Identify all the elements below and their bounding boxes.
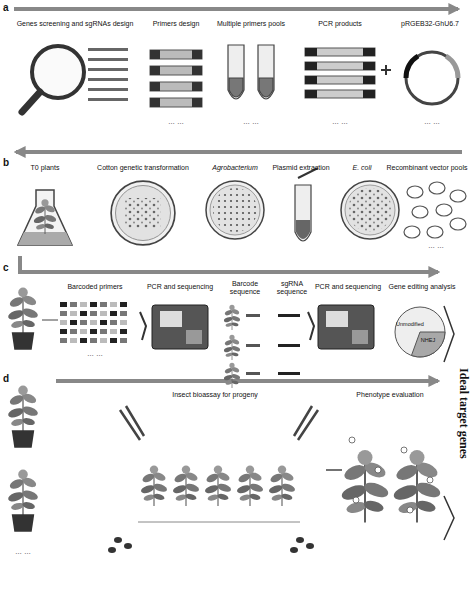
side-label: Ideal target genes <box>457 368 470 459</box>
step-label: … … <box>87 350 103 358</box>
step-label: PCR and sequencing <box>315 283 381 291</box>
step-label: Phenotype evaluation <box>356 391 423 399</box>
step-label: Agrobacterium <box>212 164 258 172</box>
step-label: Genes screening and sgRNAs design <box>17 20 134 28</box>
step-label: Recombinant vector pools <box>387 164 468 172</box>
step-label: … … <box>15 548 31 556</box>
step-label: … … <box>243 118 259 126</box>
step-label: Gene editing analysis <box>389 283 456 291</box>
step-label: PCR products <box>318 20 362 28</box>
step-label: E. coli <box>352 164 371 172</box>
step-label: Unmodified <box>396 321 424 327</box>
step-label: Multiple primers pools <box>217 20 285 28</box>
step-label: Primers design <box>153 20 200 28</box>
step-label: Cotton genetic transformation <box>97 164 189 172</box>
panel-letter: b <box>3 157 9 168</box>
step-label: NHEJ <box>421 337 435 343</box>
step-label: … … <box>428 242 444 250</box>
step-label: … … <box>424 118 440 126</box>
panel-letter: a <box>3 2 9 13</box>
step-label: Plasmid extraction <box>272 164 329 172</box>
step-label: PCR and sequencing <box>147 283 213 291</box>
panel-letter: c <box>3 262 9 273</box>
step-label: sgRNA sequence <box>273 280 311 295</box>
step-label: Barcode sequence <box>225 280 265 295</box>
panel-letter: d <box>3 373 9 384</box>
step-label: T0 plants <box>31 164 60 172</box>
step-label: Insect bioassay for progeny <box>172 391 258 399</box>
step-label: … … <box>168 118 184 126</box>
step-label: pRGEB32-GhU6.7 <box>401 20 459 28</box>
step-label: … … <box>332 118 348 126</box>
step-label: Barcoded primers <box>67 283 122 291</box>
